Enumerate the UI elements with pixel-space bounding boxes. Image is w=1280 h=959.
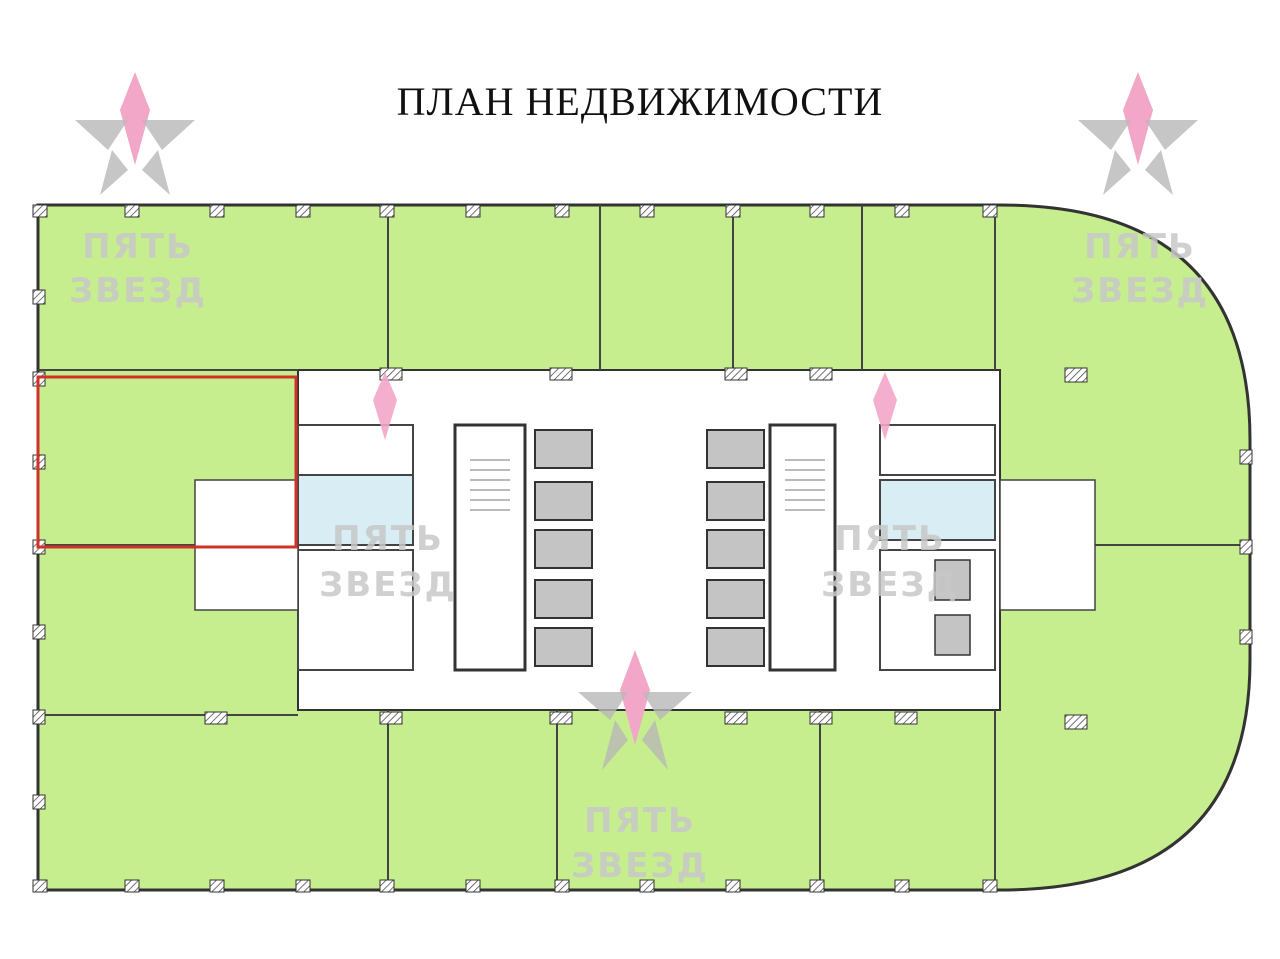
watermark-line1: ПЯТЬ	[82, 227, 194, 267]
watermark-line1: ПЯТЬ	[332, 519, 444, 559]
elevators-left	[534, 429, 593, 667]
selected-unit-outline[interactable]	[36, 375, 298, 549]
partitions-top	[387, 205, 996, 370]
watermark-logo-center-left	[373, 372, 397, 440]
watermark-center-right: ПЯТЬ ЗВЕЗД	[821, 519, 959, 605]
watermark-center-left: ПЯТЬ ЗВЕЗД	[319, 519, 457, 605]
elevators-right	[706, 429, 765, 667]
watermark-line1: ПЯТЬ	[584, 801, 696, 841]
watermark-line2: ЗВЕЗД	[571, 846, 709, 886]
watermark-line1: ПЯТЬ	[834, 519, 946, 559]
watermark-logo-center-right	[873, 372, 897, 440]
watermark-logo-top-left	[75, 72, 195, 195]
partitions-bottom	[387, 710, 996, 890]
watermark-top-right: ПЯТЬ ЗВЕЗД	[1071, 227, 1209, 311]
watermark-line2: ЗВЕЗД	[319, 565, 457, 605]
watermark-line2: ЗВЕЗД	[1071, 271, 1209, 311]
watermark-logo-top-right	[1078, 72, 1198, 195]
plan-title: ПЛАН НЕДВИЖИМОСТИ	[396, 79, 884, 124]
watermark-logo-bottom	[578, 650, 692, 770]
watermark-top-left: ПЯТЬ ЗВЕЗД	[69, 227, 207, 311]
watermark-line2: ЗВЕЗД	[69, 271, 207, 311]
watermark-bottom: ПЯТЬ ЗВЕЗД	[571, 801, 709, 886]
watermark-line1: ПЯТЬ	[1084, 227, 1196, 267]
watermark-line2: ЗВЕЗД	[821, 565, 959, 605]
